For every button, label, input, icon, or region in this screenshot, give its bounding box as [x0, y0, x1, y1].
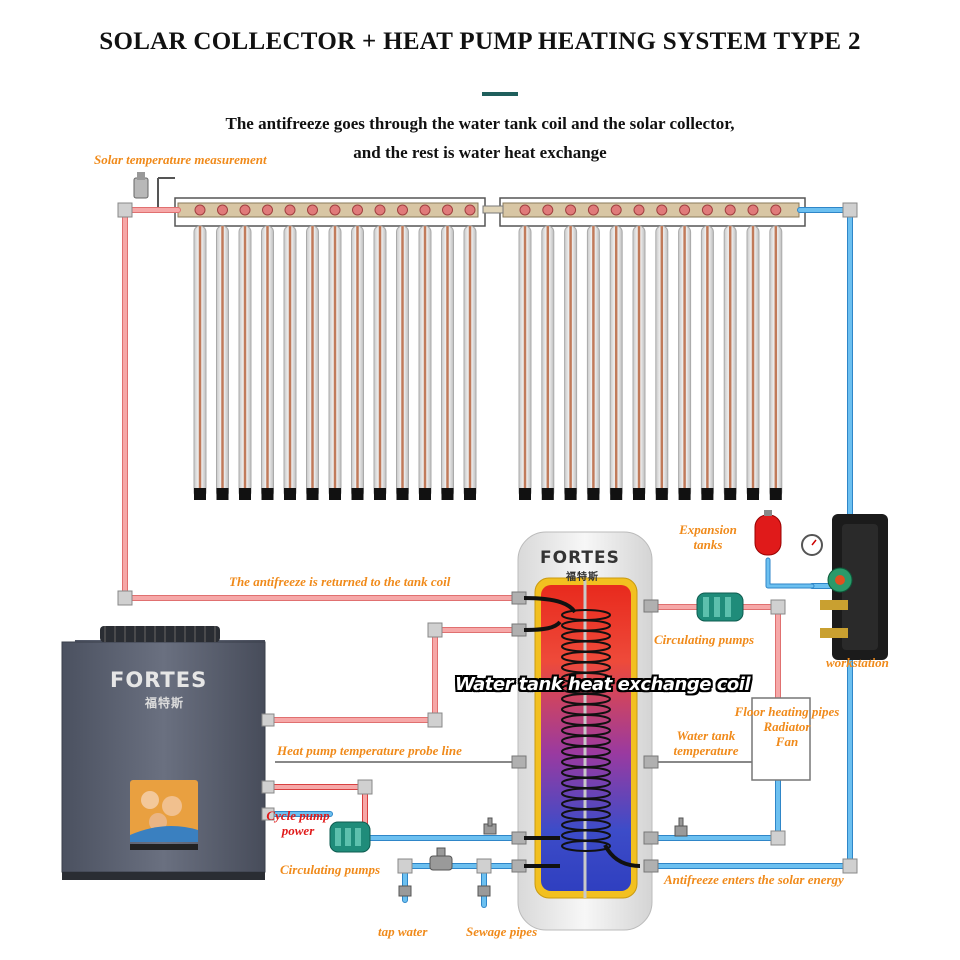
water-tank-temp-line1: Water tank [676, 728, 736, 743]
circulating-pumps-left-label: Circulating pumps [280, 862, 381, 877]
vacuum-tube [193, 204, 207, 500]
subtitle-line-1: The antifreeze goes through the water ta… [225, 114, 735, 133]
vacuum-tube [655, 204, 669, 500]
antifreeze-return-label: The antifreeze is returned to the tank c… [229, 574, 451, 589]
solar-collector-right [499, 197, 806, 500]
vacuum-tube [351, 204, 364, 500]
radiator-label: Radiator [763, 719, 811, 734]
cycle-pump-line1: Cycle pump [266, 808, 330, 823]
solar-temp-label: Solar temperature measurement [94, 152, 267, 167]
vacuum-tube [518, 204, 532, 500]
subtitle-line-2: and the rest is water heat exchange [353, 143, 607, 162]
expansion-tanks-label: Expansion tanks [668, 522, 748, 552]
vacuum-tube [564, 204, 578, 500]
vacuum-tube [261, 204, 274, 500]
solar-temp-sensor-icon [133, 172, 175, 210]
tap-water-label: tap water [378, 924, 428, 939]
circulating-pump-left-icon [329, 821, 371, 853]
vacuum-tube [586, 204, 600, 500]
floor-heating-text: Floor heating pipes Radiator Fan [722, 704, 852, 749]
solar-collector-left [174, 197, 486, 500]
tank-logo: FORTES [540, 548, 620, 568]
vacuum-tube [746, 204, 760, 500]
vacuum-tube [541, 204, 555, 500]
valve-icons [398, 817, 688, 897]
vacuum-tube [632, 204, 646, 500]
water-tank-temp-label: Water tank temperature [660, 728, 752, 758]
pipe-fittings [117, 202, 858, 874]
expansion-label-line2: tanks [693, 537, 723, 552]
sewage-pipes-label: Sewage pipes [466, 924, 538, 939]
title-accent-bar [482, 92, 518, 96]
workstation-icon [801, 514, 888, 660]
coil-label: Water tank heat exchange coil [455, 674, 751, 695]
vacuum-tube [238, 204, 252, 500]
vacuum-tube [328, 204, 342, 500]
hp-probe-label: Heat pump temperature probe line [277, 743, 462, 758]
vacuum-tube [463, 204, 477, 500]
coil-turn [561, 840, 611, 852]
vacuum-tube [373, 204, 387, 500]
vacuum-tube [306, 204, 319, 500]
circulating-pumps-right-label: Circulating pumps [654, 632, 755, 647]
vacuum-tube [723, 204, 737, 500]
vacuum-tube [216, 204, 229, 500]
circulating-pump-right-icon [696, 592, 744, 622]
floor-heating-label: Floor heating pipes [734, 704, 840, 719]
page-title: SOLAR COLLECTOR + HEAT PUMP HEATING SYST… [99, 28, 861, 55]
workstation-label: workstation [826, 655, 889, 670]
vacuum-tube [396, 204, 409, 500]
vacuum-tube [769, 204, 783, 500]
water-tank [511, 531, 659, 931]
unit-logo-cn: 福特斯 [145, 696, 185, 710]
floor-heating-box [751, 697, 811, 781]
vacuum-tube [678, 204, 692, 500]
vacuum-tube [418, 204, 432, 500]
expansion-label-line1: Expansion [679, 522, 737, 537]
fan-label: Fan [775, 734, 799, 749]
antifreeze-enters-label: Antifreeze enters the solar energy [664, 872, 844, 887]
cycle-pump-label: Cycle pump power [258, 808, 338, 838]
heat-pump-unit [61, 626, 266, 880]
unit-logo: FORTES [110, 668, 208, 692]
cycle-pump-line2: power [281, 823, 315, 838]
vacuum-tube [441, 204, 454, 500]
water-tank-temp-line2: temperature [673, 743, 739, 758]
vacuum-tube [283, 204, 297, 500]
expansion-tank-icon [754, 510, 782, 556]
vacuum-tube [609, 204, 623, 500]
vacuum-tube [700, 204, 714, 500]
collector-joint [482, 205, 504, 214]
tank-logo-cn: 福特斯 [566, 572, 599, 583]
